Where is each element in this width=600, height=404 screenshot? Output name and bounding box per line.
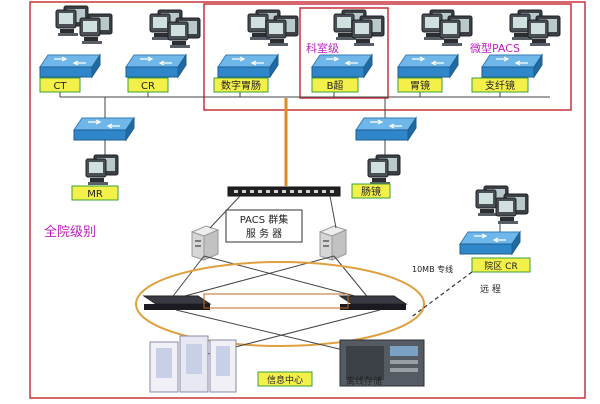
hospital-level-label: 全院级别 xyxy=(44,224,96,240)
network-switch-icon xyxy=(311,54,373,78)
node-label-colonoscope: 肠镜 xyxy=(361,185,381,198)
network-switch-icon xyxy=(355,117,417,141)
mini-pacs-box xyxy=(299,7,389,99)
storage-array-icon xyxy=(149,335,237,393)
cluster-server-label-line1: PACS 群集 xyxy=(240,213,289,226)
node-label-ultrasound: B超 xyxy=(327,79,344,92)
node-label-mr: MR xyxy=(87,189,103,200)
workstation-icon xyxy=(527,15,561,47)
network-switch-icon xyxy=(397,54,459,78)
workstation-icon xyxy=(495,193,529,225)
node-label-digital-gi: 数字胃肠 xyxy=(221,79,261,92)
ring-switch-right xyxy=(338,295,408,310)
core-switch-ports xyxy=(234,190,334,193)
network-ring xyxy=(135,261,425,347)
node-label-ct: CT xyxy=(53,81,67,92)
top-node-labels: CT CR 数字胃肠 B超 胃镜 支纤镜 xyxy=(39,77,529,93)
ring-switch-left xyxy=(142,295,212,310)
workstation-icon xyxy=(351,15,385,47)
node-label-cr: CR xyxy=(141,81,155,92)
node-label-bronchoscope: 支纤镜 xyxy=(485,79,515,92)
mini-pacs-label: 微型PACS xyxy=(470,41,520,55)
server-icon xyxy=(191,225,219,261)
remote-link xyxy=(409,271,473,319)
network-switch-icon xyxy=(217,54,279,78)
network-switch-icon xyxy=(39,54,101,78)
department-level-label: 科室级 xyxy=(306,41,339,55)
network-switch-icon xyxy=(459,231,521,255)
workstation-icon xyxy=(367,154,401,186)
workstation-icon xyxy=(167,17,201,49)
workstation-icon xyxy=(265,15,299,47)
remote-bandwidth-label: 10MB 专线 xyxy=(412,264,453,274)
workstation-icon xyxy=(85,154,119,186)
workstation-icon xyxy=(439,15,473,47)
network-switch-icon xyxy=(73,117,135,141)
server-icon xyxy=(319,225,347,261)
info-center-label: 信息中心 xyxy=(267,374,303,386)
network-switch-icon xyxy=(481,54,543,78)
remote-site-label: 院区 CR xyxy=(484,260,517,272)
network-switch-icon xyxy=(125,54,187,78)
node-label-gastroscope: 胃镜 xyxy=(410,79,430,92)
cluster-server-label-line2: 服 务 器 xyxy=(246,227,282,240)
storage-array-icon xyxy=(339,339,425,387)
outer-frame xyxy=(29,1,586,399)
offline-storage-label: 离线存储 xyxy=(346,375,382,387)
remote-label: 远 程 xyxy=(480,284,501,295)
department-level-box xyxy=(203,3,572,111)
workstation-icon xyxy=(79,13,113,45)
ring-label-box xyxy=(203,293,349,309)
